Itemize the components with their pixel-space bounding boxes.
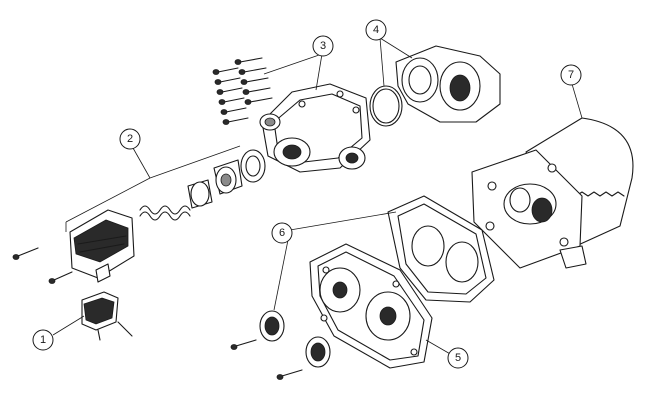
callout-1: 1 — [32, 329, 54, 351]
motor — [471, 117, 634, 269]
callout-7: 7 — [560, 64, 582, 86]
callout-2: 2 — [119, 128, 141, 150]
callout-2-leader — [65, 145, 241, 232]
callout-3-label: 3 — [320, 40, 326, 52]
micro-switch — [81, 291, 133, 341]
housing-with-o-ring — [369, 45, 501, 127]
callout-1-label: 1 — [40, 334, 46, 346]
callout-4: 4 — [365, 19, 387, 41]
switch-screws — [12, 247, 73, 284]
callout-6-label: 6 — [279, 227, 285, 239]
screws-set — [212, 57, 273, 125]
end-plate — [309, 243, 433, 369]
callout-3: 3 — [312, 35, 334, 57]
callout-7-label: 7 — [568, 69, 574, 81]
switch-valve-assembly — [69, 149, 266, 283]
callout-6: 6 — [271, 222, 293, 244]
callout-4-label: 4 — [373, 24, 379, 36]
gasket — [387, 195, 495, 303]
gear-2 — [276, 336, 331, 380]
callout-5: 5 — [447, 347, 469, 369]
callout-2-label: 2 — [127, 133, 133, 145]
callout-5-label: 5 — [455, 352, 461, 364]
pump-head — [259, 83, 371, 173]
gear-1 — [230, 310, 285, 350]
leader-lines — [52, 37, 583, 356]
